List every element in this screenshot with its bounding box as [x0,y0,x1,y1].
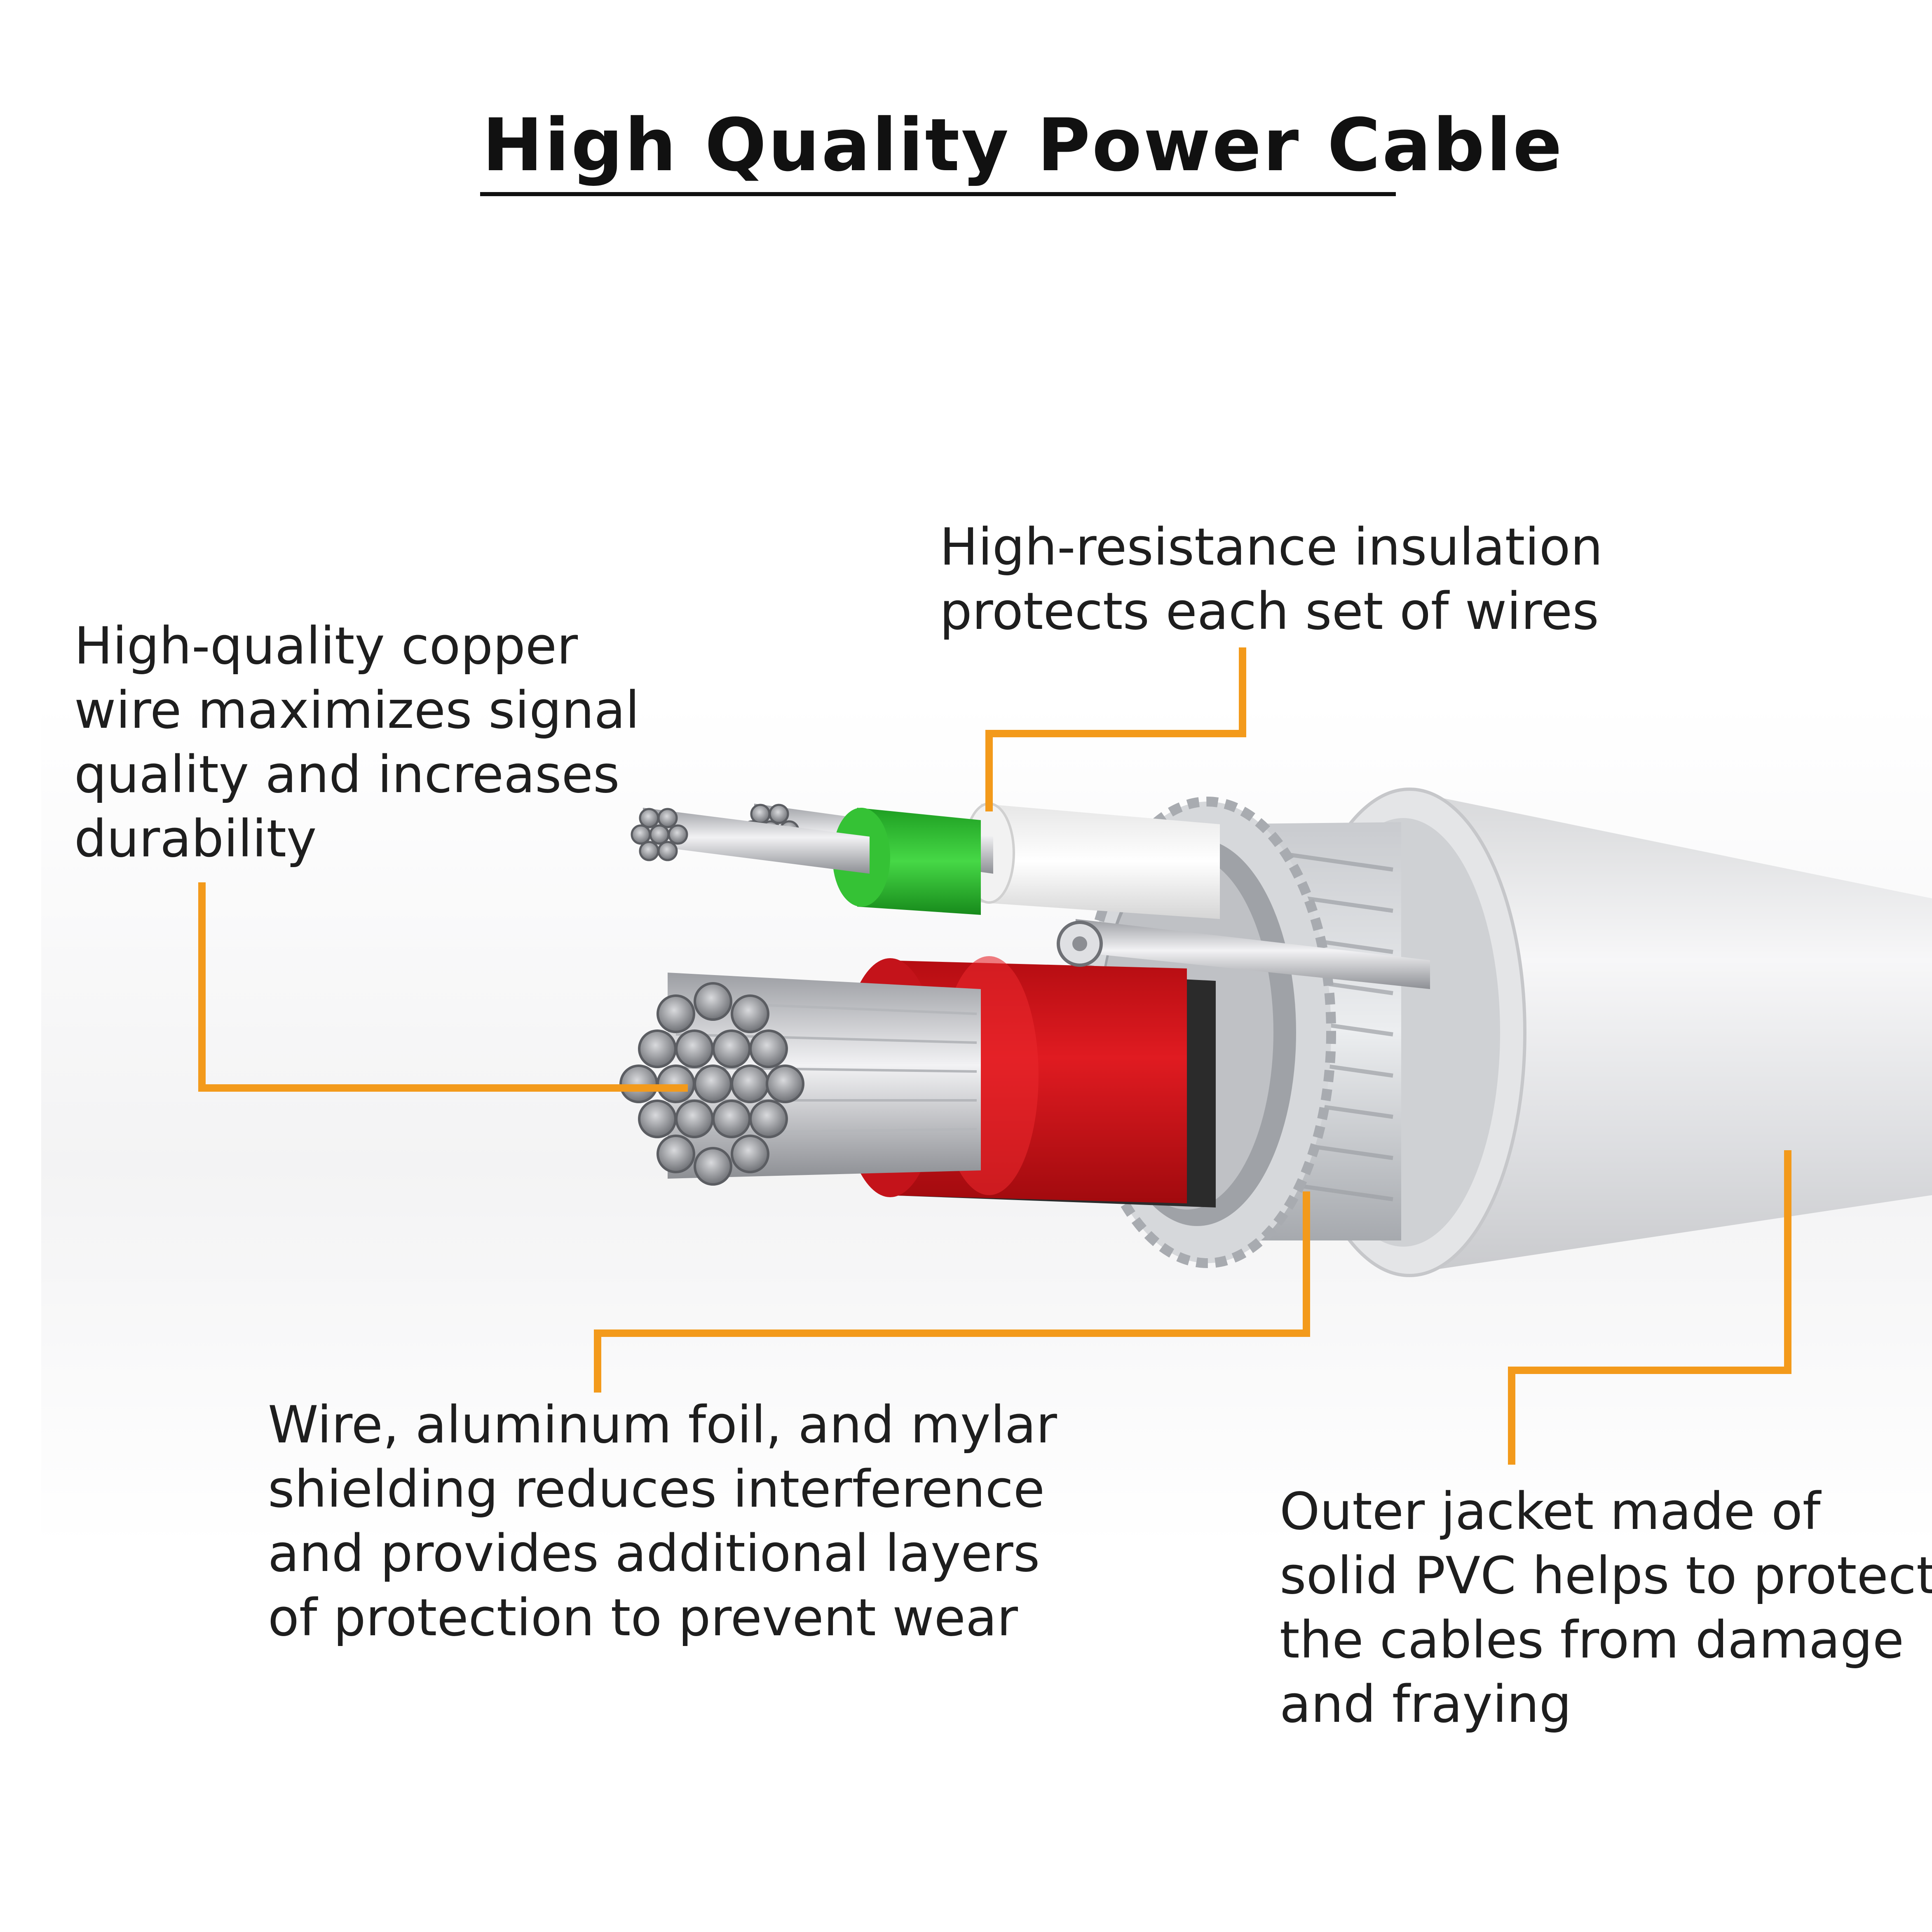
shielding-callout-line: shielding reduces interference [268,1460,1045,1519]
insulation-leader [985,647,1246,811]
drain-wire [1057,919,1430,989]
insulation-callout-line: protects each set of wires [940,582,1599,641]
shielding-callout-line: Wire, aluminum foil, and mylar [268,1395,1057,1455]
copper-callout-line: durability [74,809,317,869]
jacket-callout: Outer jacket made of solid PVC helps to … [1280,1479,1932,1737]
shielding-callout-line: and provides additional layers [268,1524,1040,1583]
insulation-callout-line: High-resistance insulation [940,518,1603,577]
shielding-callout-line: of protection to prevent wear [268,1588,1018,1648]
copper-callout: High-quality copper wire maximizes signa… [74,614,640,871]
red-conductor [619,956,1216,1208]
jacket-leader [1508,1150,1791,1465]
copper-leader [198,882,688,1092]
red-copper-bundle [619,973,981,1186]
copper-callout-line: quality and increases [74,745,620,804]
shielding-leader [594,1191,1310,1393]
jacket-callout-line: Outer jacket made of [1280,1482,1821,1541]
insulation-callout: High-resistance insulation protects each… [940,515,1603,644]
green-conductor [631,808,981,915]
jacket-callout-line: and fraying [1280,1675,1572,1734]
jacket-callout-line: solid PVC helps to protect [1280,1546,1932,1606]
title-underline [480,192,1396,196]
shielding-callout: Wire, aluminum foil, and mylar shielding… [268,1393,1057,1650]
copper-callout-line: wire maximizes signal [74,681,640,740]
page-title: High Quality Power Cable [482,103,1564,188]
copper-callout-line: High-quality copper [74,617,578,676]
callout-leaders [198,647,1791,1465]
jacket-callout-line: the cables from damage [1280,1611,1904,1670]
